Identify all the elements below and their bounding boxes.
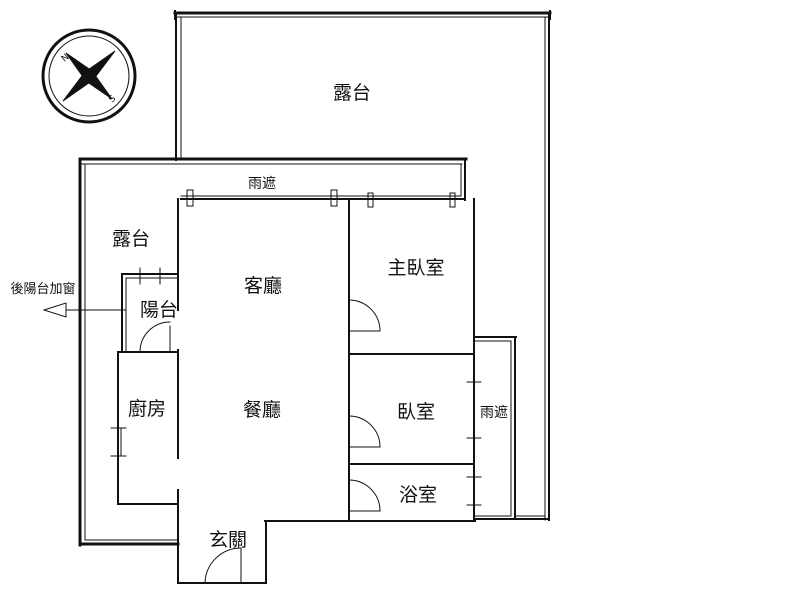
terrace-top-label: 露台 bbox=[333, 82, 371, 104]
arrow-left-icon bbox=[42, 302, 67, 318]
compass bbox=[41, 28, 137, 124]
rear-balcony-window-label: 後陽台加窗 bbox=[10, 281, 75, 297]
rear-balcony-arrow bbox=[42, 302, 127, 318]
bedroom-label: 臥室 bbox=[397, 401, 435, 423]
compass-needle-ew bbox=[62, 50, 116, 102]
master-bedroom-door-swing bbox=[348, 299, 381, 332]
top-terrace-outline bbox=[173, 10, 552, 521]
entrance-walls bbox=[177, 520, 267, 584]
master-bedroom-label: 主臥室 bbox=[387, 257, 444, 279]
living-room-label: 客廳 bbox=[244, 275, 282, 297]
entrance-label: 玄關 bbox=[209, 529, 247, 551]
living-dining-walls bbox=[177, 198, 476, 584]
dining-room-label: 餐廳 bbox=[243, 399, 281, 421]
kitchen-walls bbox=[110, 351, 179, 505]
window-markers bbox=[186, 189, 482, 506]
balcony-walls bbox=[121, 267, 179, 353]
canopy-band-top bbox=[78, 157, 468, 201]
right-canopy-walls bbox=[473, 336, 517, 520]
compass-north-label: N bbox=[60, 52, 72, 64]
kitchen-label: 廚房 bbox=[128, 397, 166, 420]
left-terrace-outline bbox=[78, 157, 180, 547]
balcony-label: 陽台 bbox=[140, 299, 178, 321]
bathroom-label: 浴室 bbox=[399, 484, 437, 506]
compass-ring bbox=[41, 28, 137, 124]
compass-south-label: S bbox=[107, 94, 118, 106]
canopy-right-label: 雨遮 bbox=[480, 405, 508, 421]
bedroom-walls bbox=[348, 198, 475, 522]
compass-inner-ring bbox=[48, 35, 130, 117]
balcony-door-swing bbox=[139, 321, 171, 353]
bedroom-door-swing bbox=[348, 415, 381, 448]
canopy-top-label: 雨遮 bbox=[248, 176, 276, 192]
terrace-left-label: 露台 bbox=[112, 228, 150, 250]
entrance-door-swing bbox=[204, 547, 242, 584]
bathroom-door-swing bbox=[348, 479, 381, 512]
